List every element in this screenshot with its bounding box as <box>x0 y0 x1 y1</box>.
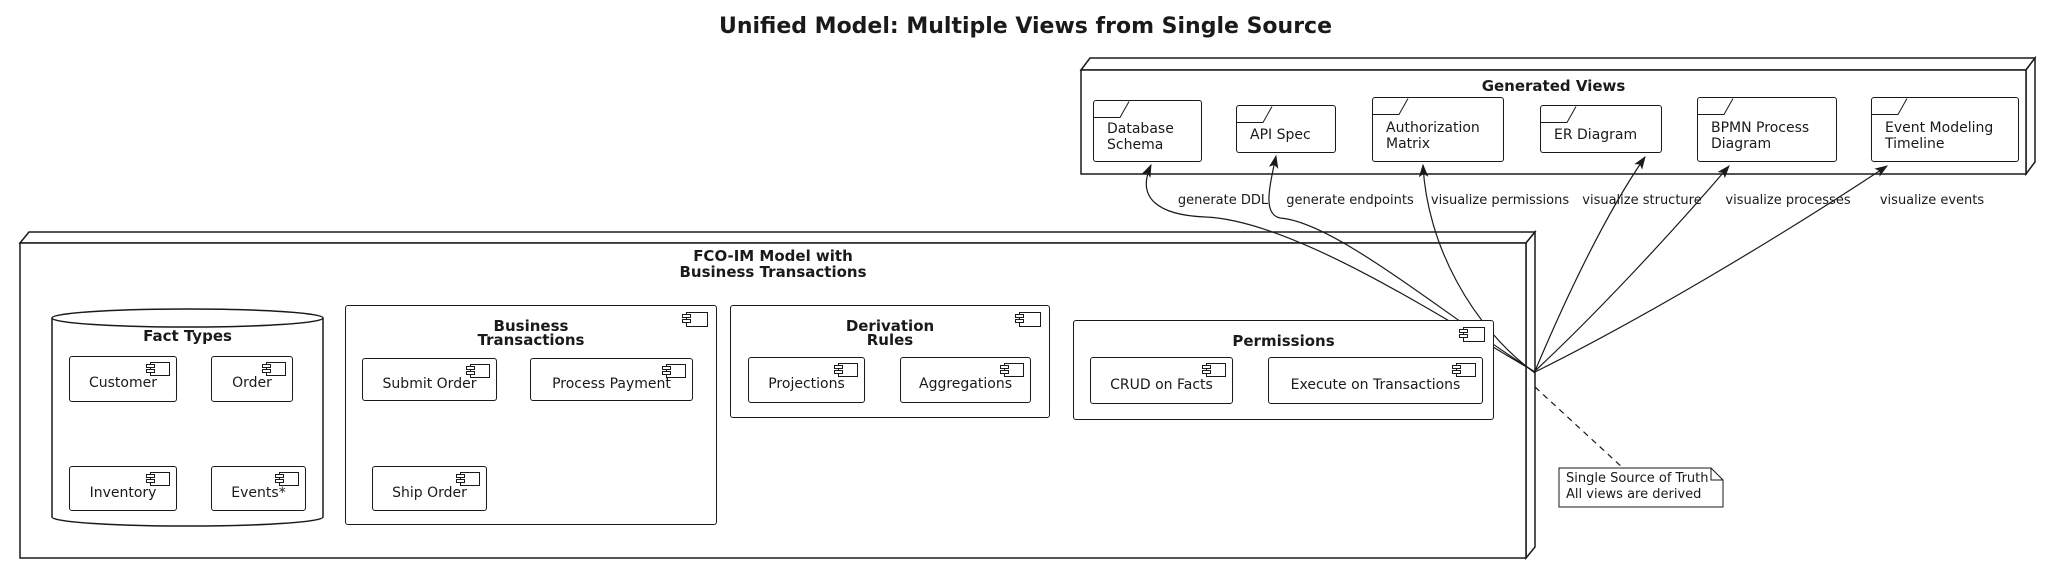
component-projections: Projections <box>748 357 865 403</box>
view-label: Event Modeling Timeline <box>1885 119 1994 152</box>
edge-visualize-permissions <box>1418 163 1536 374</box>
view-api-spec: API Spec <box>1236 105 1336 153</box>
edge-label-generate-endpoints: generate endpoints <box>1286 193 1414 208</box>
view-label: BPMN Process Diagram <box>1711 119 1810 152</box>
diagram-title: Unified Model: Multiple Views from Singl… <box>718 14 1333 39</box>
component-customer: Customer <box>69 356 177 402</box>
model-node-title: FCO-IM Model with Business Transactions <box>679 247 867 281</box>
derivation-rules-title: Derivation Rules <box>845 317 935 349</box>
component-crud-on-facts: CRUD on Facts <box>1090 357 1233 404</box>
view-label: Authorization Matrix <box>1386 119 1480 152</box>
edge-visualize-structure <box>1534 156 1646 372</box>
component-icon <box>834 363 858 377</box>
frame-tab-icon <box>1541 106 1577 123</box>
component-execute-on-transactions: Execute on Transactions <box>1268 357 1483 404</box>
component-label: Order <box>232 375 272 391</box>
component-label: Events* <box>231 484 286 501</box>
frame-tab-icon <box>1872 98 1908 115</box>
frame-tab-icon <box>1094 101 1130 118</box>
component-icon <box>262 362 286 376</box>
component-label: CRUD on Facts <box>1110 376 1213 393</box>
component-icon <box>1015 312 1041 327</box>
view-label: API Spec <box>1250 127 1311 143</box>
component-process-payment: Process Payment <box>530 358 693 401</box>
business-transactions-title: Business Transactions <box>477 317 585 349</box>
fact-types-title: Fact Types <box>143 327 232 345</box>
component-label: Execute on Transactions <box>1290 376 1461 393</box>
edge-visualize-processes <box>1534 165 1730 372</box>
derivation-rules-component: Derivation Rules Projections Aggregation… <box>730 305 1050 418</box>
generated-views-title: Generated Views <box>1481 77 1626 95</box>
component-submit-order: Submit Order <box>362 358 497 401</box>
view-event-modeling-timeline: Event Modeling Timeline <box>1871 97 2019 162</box>
note-text: Single Source of Truth All views are der… <box>1566 471 1709 502</box>
note-connector-line <box>1534 386 1625 470</box>
component-icon <box>682 312 708 327</box>
component-label: Submit Order <box>382 375 477 392</box>
frame-tab-icon <box>1373 98 1409 115</box>
permissions-title: Permissions <box>1232 332 1335 350</box>
component-icon <box>146 472 170 486</box>
note-shape <box>1558 467 1724 508</box>
view-label: Database Schema <box>1107 121 1174 153</box>
component-events: Events* <box>211 466 306 511</box>
component-label: Process Payment <box>552 375 671 392</box>
component-icon <box>662 364 686 378</box>
component-icon <box>1459 327 1485 342</box>
component-order: Order <box>211 356 293 402</box>
component-label: Aggregations <box>919 376 1012 392</box>
component-icon <box>275 472 299 486</box>
component-ship-order: Ship Order <box>372 466 487 511</box>
edge-visualize-events <box>1534 165 1889 373</box>
edge-label-visualize-processes: visualize processes <box>1725 193 1851 208</box>
component-aggregations: Aggregations <box>900 357 1031 403</box>
component-icon <box>1000 363 1024 377</box>
view-er-diagram: ER Diagram <box>1540 105 1662 153</box>
component-label: Projections <box>768 376 845 392</box>
frame-tab-icon <box>1698 98 1734 115</box>
component-inventory: Inventory <box>69 466 177 511</box>
edge-label-visualize-events: visualize events <box>1879 193 1985 208</box>
component-icon <box>456 472 480 486</box>
permissions-component: Permissions CRUD on Facts Execute on Tra… <box>1073 320 1494 420</box>
view-database-schema: Database Schema <box>1093 100 1202 162</box>
component-icon <box>146 362 170 376</box>
view-authorization-matrix: Authorization Matrix <box>1372 97 1504 162</box>
component-label: Inventory <box>89 484 157 501</box>
edge-label-visualize-permissions: visualize permissions <box>1430 193 1570 208</box>
edge-label-generate-ddl: generate DDL <box>1177 193 1269 208</box>
component-label: Customer <box>88 375 157 391</box>
edge-label-visualize-structure: visualize structure <box>1582 193 1702 208</box>
component-icon <box>1202 363 1226 377</box>
frame-tab-icon <box>1237 106 1273 123</box>
business-transactions-component: Business Transactions Submit Order Proce… <box>345 305 717 525</box>
view-label: ER Diagram <box>1554 127 1638 143</box>
component-icon <box>466 364 490 378</box>
component-icon <box>1452 363 1476 377</box>
component-label: Ship Order <box>392 484 467 501</box>
view-bpmn-process-diagram: BPMN Process Diagram <box>1697 97 1837 162</box>
